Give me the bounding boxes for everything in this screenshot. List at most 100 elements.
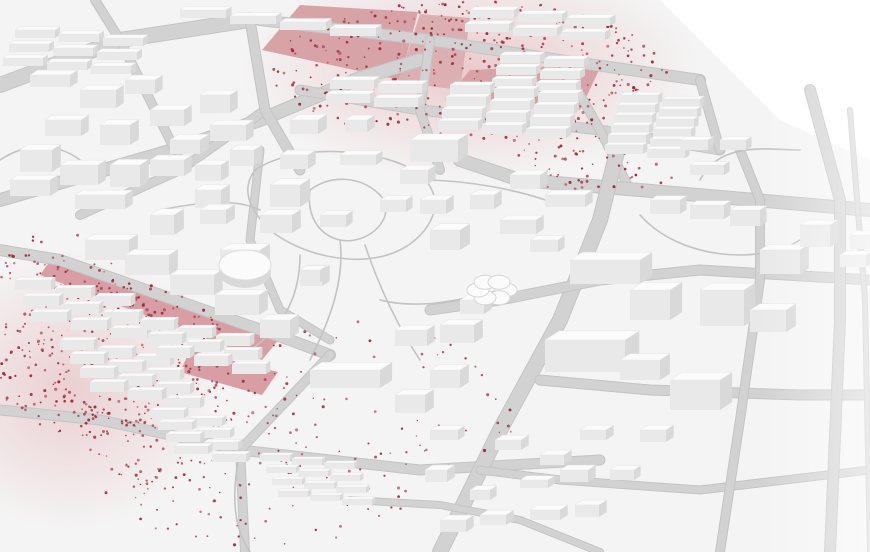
activity-dot <box>222 387 225 390</box>
campus-building <box>439 319 484 343</box>
building-front <box>395 395 425 413</box>
building-side <box>530 97 535 110</box>
activity-dot <box>494 0 497 4</box>
building-front <box>156 348 190 358</box>
activity-dot <box>153 310 157 314</box>
building-side <box>59 293 64 306</box>
activity-dot <box>210 316 212 319</box>
building-roof <box>669 372 733 381</box>
slab-building <box>533 101 580 114</box>
activity-dot <box>2 372 6 375</box>
building-roof <box>429 223 471 231</box>
activity-dot <box>149 445 152 448</box>
slab-building <box>652 125 697 138</box>
activity-dot <box>268 432 270 435</box>
activity-dot <box>198 461 202 464</box>
building-side <box>536 63 541 75</box>
building-roof <box>149 104 193 111</box>
activity-dot <box>29 393 33 396</box>
building-roof <box>194 184 231 191</box>
activity-dot <box>623 37 626 40</box>
activity-dot <box>312 110 315 113</box>
activity-dot <box>590 118 594 122</box>
building-front <box>310 370 380 388</box>
building-front <box>608 135 646 144</box>
activity-dot <box>214 383 218 387</box>
building-front <box>690 165 724 175</box>
activity-dot <box>314 528 317 532</box>
activity-dot <box>172 500 175 502</box>
activity-dot <box>57 362 60 365</box>
slab-building <box>223 346 264 360</box>
building-roof <box>509 169 549 176</box>
campus-building <box>379 195 414 212</box>
slab-building <box>619 91 664 104</box>
activity-dot <box>67 369 70 372</box>
activity-dot <box>433 69 435 71</box>
building-front <box>520 480 548 488</box>
building-front <box>310 495 340 501</box>
activity-dot <box>294 52 297 55</box>
activity-dot <box>414 48 418 52</box>
activity-dot <box>247 415 250 418</box>
activity-dot <box>482 38 486 42</box>
road-segment <box>696 76 724 154</box>
activity-dot <box>490 47 494 51</box>
slab-building <box>165 394 206 408</box>
building-side <box>140 159 149 187</box>
building-front <box>410 140 458 162</box>
activity-dot <box>659 181 663 185</box>
building-roof <box>309 362 393 371</box>
activity-dot <box>557 173 560 176</box>
activity-dot <box>91 413 94 416</box>
activity-dot <box>373 410 377 413</box>
building-front <box>378 84 422 93</box>
building-roof <box>211 450 252 455</box>
activity-dot <box>42 343 45 345</box>
building-roof <box>652 125 697 130</box>
low-building <box>291 456 327 465</box>
activity-dot <box>140 343 144 347</box>
slab-building <box>165 430 206 442</box>
activity-dot <box>4 326 8 329</box>
building-front <box>374 98 418 107</box>
activity-dot <box>347 469 351 473</box>
slab-building <box>79 364 120 378</box>
building-side <box>585 190 593 207</box>
activity-dot <box>105 455 108 457</box>
building-side <box>238 439 243 450</box>
activity-dot <box>595 62 599 65</box>
activity-dot <box>232 411 236 415</box>
building-front <box>605 145 643 154</box>
building-side <box>588 465 596 482</box>
activity-dot <box>594 83 598 87</box>
building-front <box>513 28 557 36</box>
building-roof <box>169 134 210 141</box>
activity-dot <box>134 296 138 300</box>
activity-dot <box>163 487 167 490</box>
building-roof <box>539 67 586 72</box>
activity-dot <box>498 431 501 434</box>
activity-dot <box>248 483 251 486</box>
building-roof <box>52 44 99 49</box>
activity-dot <box>137 478 140 481</box>
building-front <box>440 325 474 343</box>
building-front <box>158 422 192 430</box>
building-front <box>170 275 214 295</box>
activity-dot <box>402 6 405 9</box>
building-front <box>212 454 246 462</box>
activity-dot <box>295 69 298 72</box>
campus-building <box>499 214 545 234</box>
building-roof <box>499 214 545 221</box>
building-side <box>458 133 468 162</box>
activity-dot <box>397 4 401 8</box>
activity-dot <box>37 341 39 344</box>
activity-dot <box>509 430 512 433</box>
building-side <box>346 210 353 227</box>
activity-dot <box>475 70 479 73</box>
activity-dot <box>438 60 442 64</box>
activity-dot <box>573 187 577 191</box>
building-side <box>114 365 119 378</box>
activity-dot <box>665 70 668 74</box>
activity-dot <box>314 423 317 426</box>
